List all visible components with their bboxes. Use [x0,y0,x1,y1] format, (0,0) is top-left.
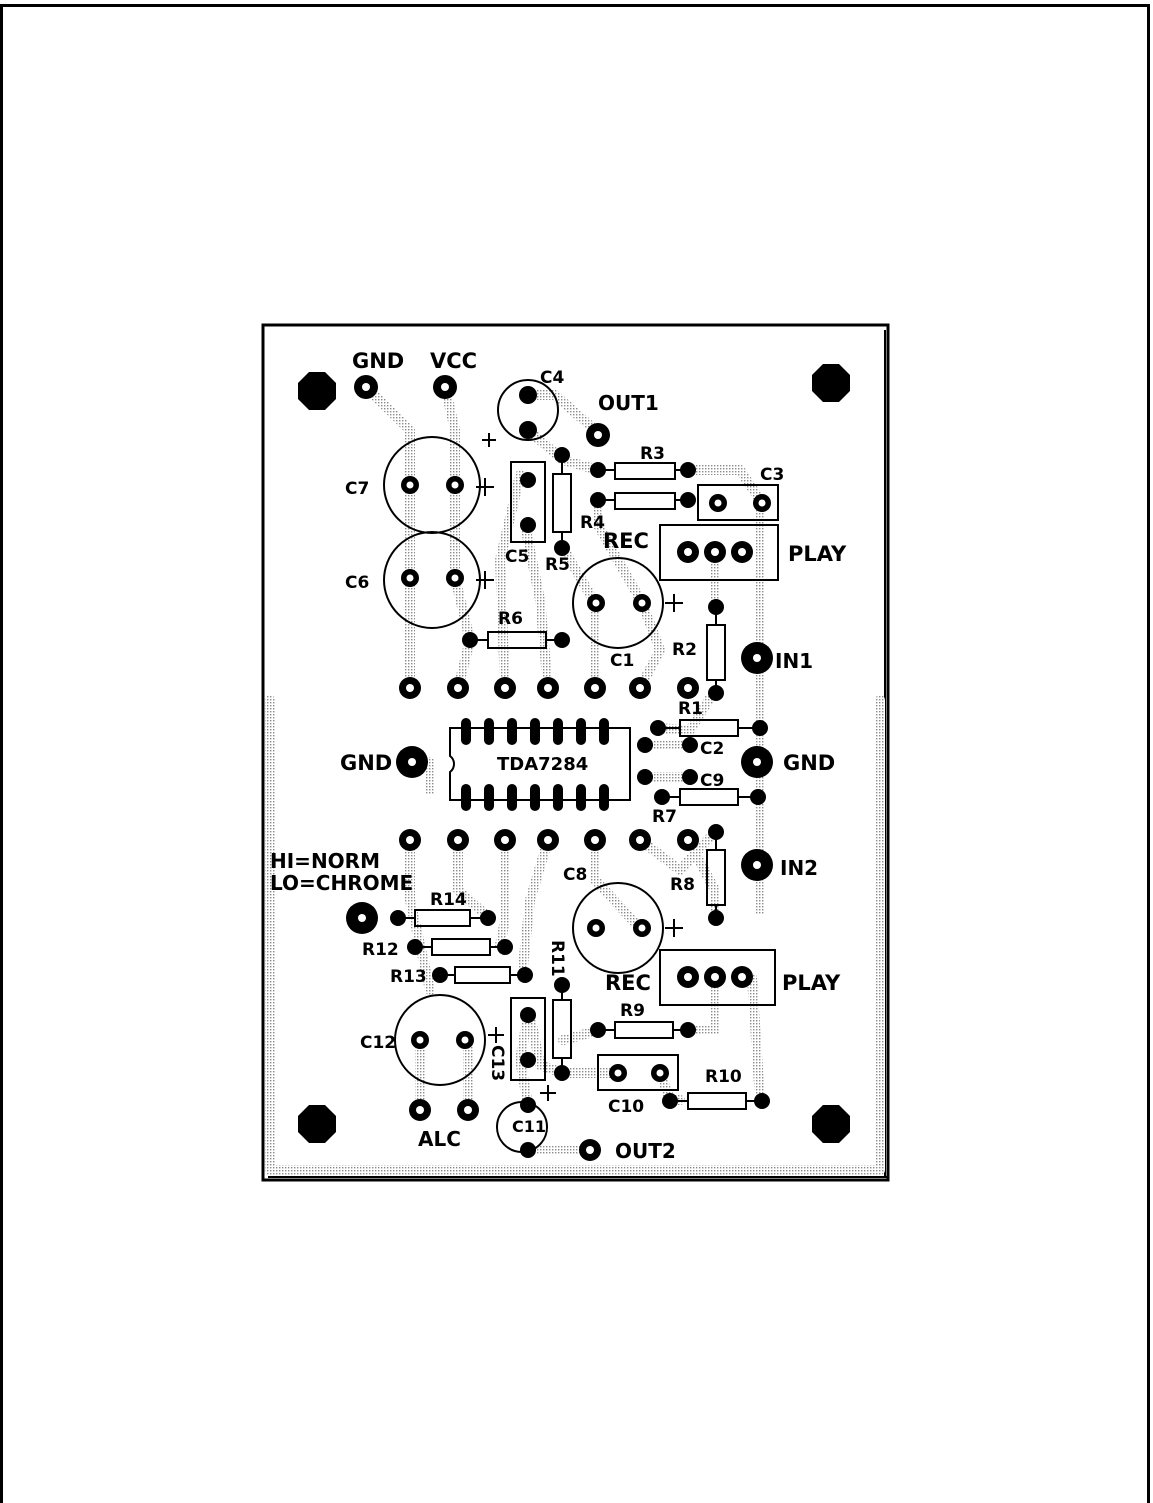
r9-body [614,1021,674,1039]
r6-label: R6 [498,609,523,629]
c6-label: C6 [345,573,369,593]
note-line1: HI=NORM [270,849,380,873]
ic-pin [507,718,517,745]
c3-label: C3 [760,465,784,485]
r13-label: R13 [390,967,427,987]
c4-outline [497,379,559,441]
r10-label: R10 [705,1067,742,1087]
rec-bottom-label: REC [605,971,651,995]
r10-body [687,1092,747,1110]
c12-label: C12 [360,1033,396,1053]
r12-body [431,938,491,956]
vcc-label: VCC [430,349,477,373]
c12-outline [394,994,486,1086]
ic-pin [461,784,471,811]
r3-label: R3 [640,444,665,464]
play-top-header-outline [659,524,779,581]
play-top-label: PLAY [788,542,847,566]
c13-label: C13 [487,1045,507,1081]
ic-pins [461,718,609,811]
alc-label: ALC [418,1127,461,1151]
c11-label: C11 [512,1117,546,1136]
mounting-hole-bl [298,1105,336,1143]
r11-body [552,999,572,1059]
r8-label: R8 [670,875,695,895]
ic-pin [576,784,586,811]
r1-label: R1 [678,699,703,719]
ic-pin [484,784,494,811]
c10-outline [597,1054,679,1091]
r9-label: R9 [620,1001,645,1021]
ic-pin [507,784,517,811]
ic-pin [576,718,586,745]
r7-body [679,788,739,806]
mounting-hole-br [812,1105,850,1143]
ic-pin [553,718,563,745]
r2-label: R2 [672,640,697,660]
gnd-right-label: GND [783,751,835,775]
c9-label: C9 [700,771,724,791]
in2-label: IN2 [780,856,818,880]
r4-body [614,492,676,510]
c10-label: C10 [608,1097,644,1117]
r12-label: R12 [362,940,399,960]
c1-outline [572,557,664,649]
c3-outline [697,484,779,521]
ic-label: TDA7284 [497,754,588,775]
mounting-hole-tr [812,364,850,402]
ic-pin [553,784,563,811]
play-bottom-header-outline [659,949,776,1006]
labels: GND VCC C4 OUT1 R3 C3 C7 R4 REC PLAY C5 … [270,349,847,1163]
r5-body [552,473,572,533]
ic-pin [599,784,609,811]
c7-label: C7 [345,479,369,499]
rec-top-label: REC [603,529,649,553]
ic-pin [599,718,609,745]
c5-label: C5 [505,547,529,567]
gnd-top-label: GND [352,349,404,373]
gnd-left-label: GND [340,751,392,775]
note-line2: LO=CHROME [270,871,413,895]
r11-label: R11 [547,940,567,977]
ic-pin [484,718,494,745]
r4-label: R4 [580,513,605,533]
r2-body [706,624,726,681]
c4-label: C4 [540,368,564,388]
c2-label: C2 [700,739,724,759]
r5-label: R5 [545,555,570,575]
r13-body [454,966,511,984]
copper-traces [265,382,885,1175]
c1-label: C1 [610,651,634,671]
out1-label: OUT1 [598,391,659,415]
c13-outline [510,997,546,1081]
ic-pin [530,784,540,811]
c8-outline [572,882,664,974]
c6-outline [383,531,481,629]
c7-outline [383,436,481,534]
out2-label: OUT2 [615,1139,676,1163]
c5-outline [510,461,546,543]
ic-pin [461,718,471,745]
mounting-holes [298,364,850,1143]
mounting-hole-tl [298,372,336,410]
r14-body [414,909,471,927]
c8-label: C8 [563,865,587,885]
in1-label: IN1 [775,649,813,673]
play-bottom-label: PLAY [782,971,841,995]
page-border [0,4,1150,1503]
r7-label: R7 [652,807,677,827]
r3-body [614,462,676,480]
board-outline [261,323,890,1182]
polarity-marks [476,433,683,1101]
r6-body [487,631,547,649]
r14-label: R14 [430,890,467,910]
pad-holes [358,383,766,1154]
ic-pin [530,718,540,745]
